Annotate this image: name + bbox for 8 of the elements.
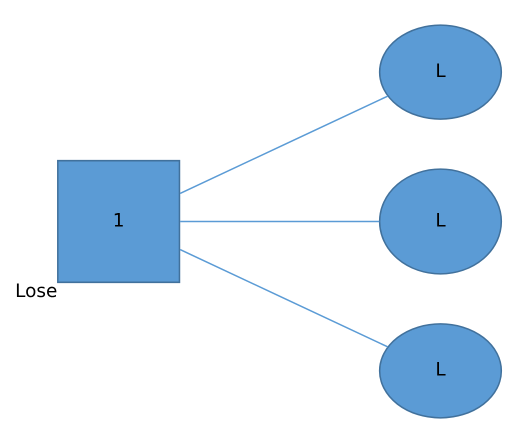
connector: [180, 220, 380, 222]
node-ellipse: L: [378, 323, 502, 419]
node-label: Lose: [15, 281, 58, 302]
node-ellipse: L: [378, 24, 502, 120]
node-box: 1: [57, 160, 180, 284]
connector: [180, 95, 388, 194]
connector: [180, 248, 388, 348]
node-ellipse: L: [378, 168, 502, 275]
